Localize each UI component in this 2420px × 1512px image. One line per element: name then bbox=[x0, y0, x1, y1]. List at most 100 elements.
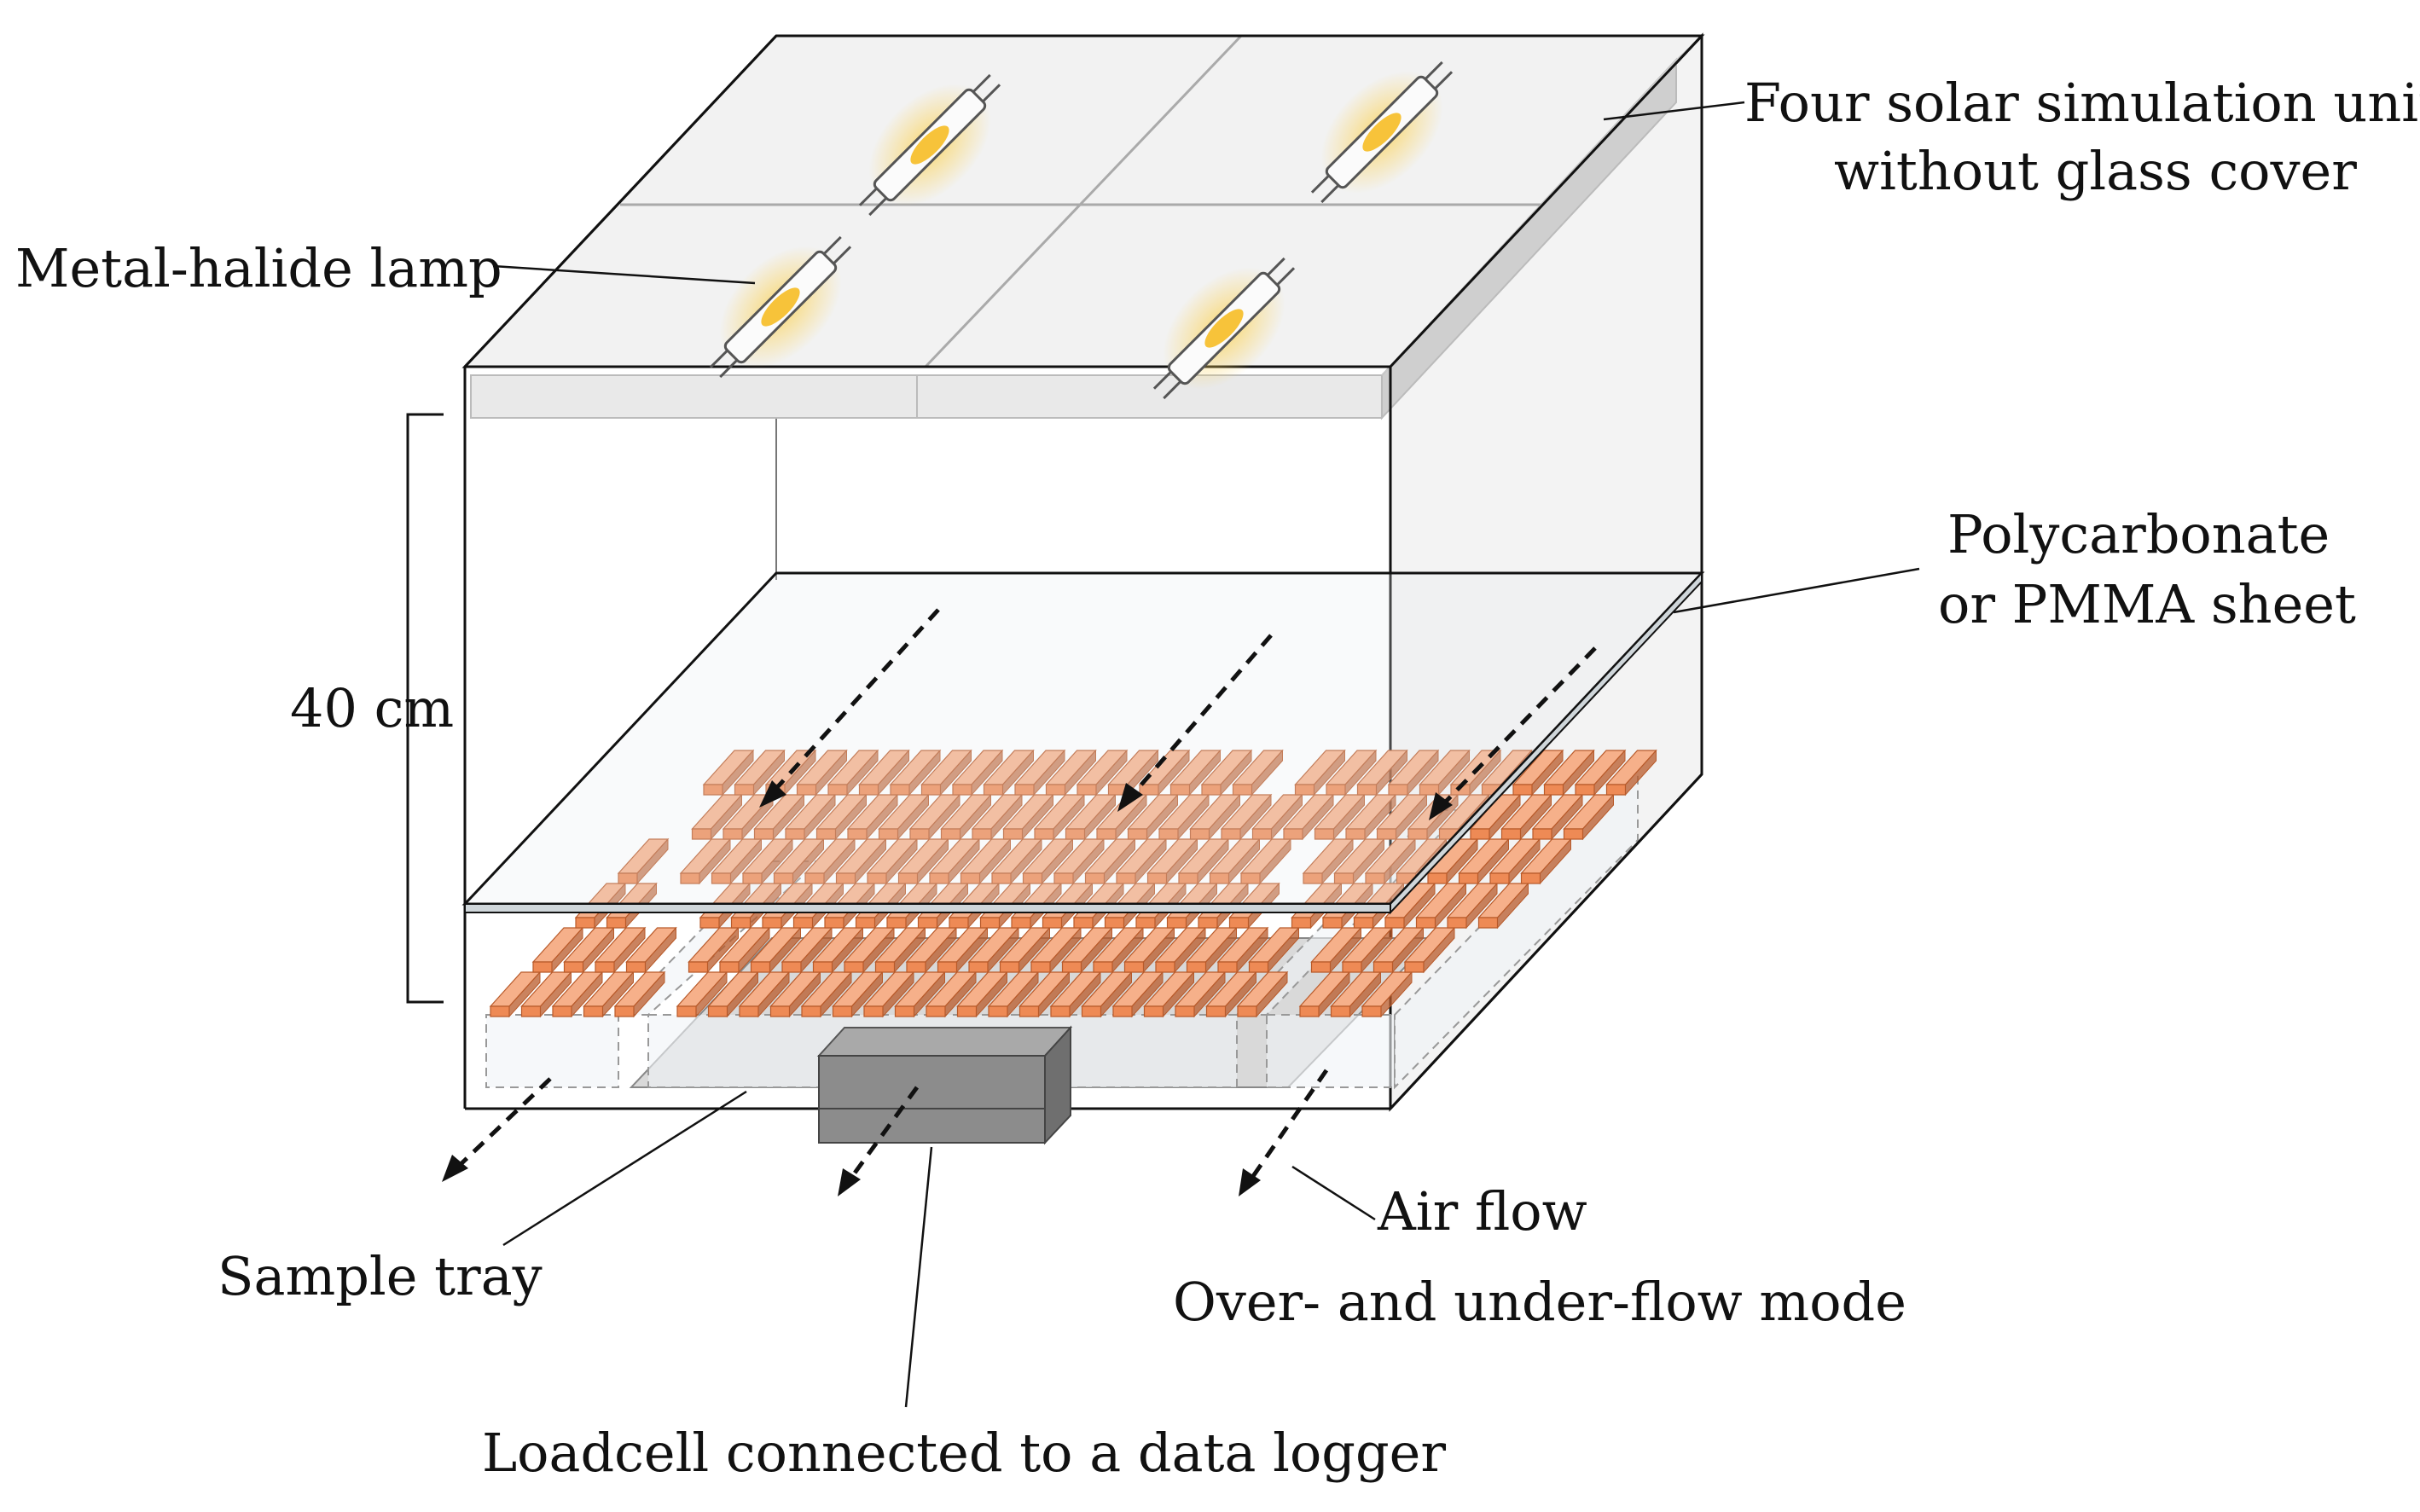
lamp-pin bbox=[972, 73, 991, 93]
sample-stick-side bbox=[1095, 749, 1128, 797]
sample-stick-front bbox=[988, 1005, 1008, 1017]
sample-stick-front bbox=[1353, 917, 1374, 929]
sample-stick-side bbox=[1072, 837, 1105, 885]
sample-stick-side bbox=[1205, 926, 1237, 974]
lamp-pin bbox=[1152, 370, 1172, 390]
sample-stick bbox=[1107, 749, 1159, 797]
sample-stick bbox=[843, 926, 896, 974]
sample-stick bbox=[1605, 749, 1657, 797]
sample-stick-front bbox=[1415, 917, 1436, 929]
sample-stick bbox=[827, 749, 879, 797]
sample-stick-front bbox=[520, 1005, 542, 1017]
sample-stick-front bbox=[575, 917, 595, 929]
sample-stick bbox=[846, 793, 899, 841]
sample-stick-side bbox=[882, 970, 914, 1018]
label-sample-tray: Sample tray bbox=[218, 1245, 543, 1307]
sample-stick-side bbox=[800, 926, 833, 974]
sample-stick-side bbox=[878, 749, 909, 797]
lamp-arc bbox=[1362, 113, 1402, 152]
sample-stick-front bbox=[699, 917, 720, 929]
sample-stick bbox=[773, 837, 825, 885]
sample-stick bbox=[489, 970, 542, 1018]
sample-stick-side bbox=[1344, 749, 1377, 797]
sample-stick-side bbox=[1376, 749, 1407, 797]
sample-stick-side bbox=[1065, 749, 1096, 797]
height-bracket bbox=[406, 413, 444, 1004]
lamp-pin bbox=[858, 187, 878, 206]
sample-stick bbox=[1076, 749, 1129, 797]
sample-stick-side bbox=[1551, 793, 1583, 841]
label-height: 40 cm bbox=[290, 677, 454, 739]
sample-stick bbox=[1251, 793, 1303, 841]
sample-stick-front bbox=[1198, 917, 1218, 929]
sample-stick-side bbox=[1193, 970, 1226, 1018]
sample-stick bbox=[1065, 793, 1117, 841]
lamp-pin bbox=[709, 349, 728, 368]
sample-stick-front bbox=[1237, 1005, 1257, 1017]
sample-stick-side bbox=[1100, 970, 1132, 1018]
sample-stick-front bbox=[739, 1005, 759, 1017]
sample-stick-front bbox=[792, 917, 814, 929]
sample-stick bbox=[1344, 793, 1397, 841]
leader-air-flow bbox=[1291, 1165, 1376, 1221]
sample-stick-side bbox=[633, 970, 665, 1018]
sample-stick-side bbox=[1251, 749, 1283, 797]
sample-stick-front bbox=[1104, 917, 1125, 929]
sample-stick-side bbox=[1018, 926, 1050, 974]
sample-stick-front bbox=[1372, 961, 1394, 973]
sample-stick bbox=[1469, 793, 1522, 841]
sample-stick-side bbox=[727, 970, 758, 1018]
sample-stick-front bbox=[532, 961, 553, 973]
sample-stick-side bbox=[940, 749, 972, 797]
sample-stick bbox=[1419, 749, 1471, 797]
sample-stick-side bbox=[908, 749, 941, 797]
sample-stick bbox=[583, 970, 635, 1018]
sample-stick-front bbox=[552, 1005, 572, 1017]
sample-stick-front bbox=[949, 917, 969, 929]
sample-stick bbox=[769, 970, 821, 1018]
sample-stick bbox=[1061, 926, 1113, 974]
text-labels: Four solar simulation units without glas… bbox=[15, 72, 2420, 1484]
sample-stick bbox=[1512, 749, 1564, 797]
sample-stick bbox=[1574, 749, 1627, 797]
sample-stick-side bbox=[917, 837, 949, 885]
sample-stick bbox=[796, 749, 848, 797]
sample-stick-front bbox=[606, 917, 627, 929]
air-arrow-top-left bbox=[770, 608, 940, 795]
sample-stick-side bbox=[571, 970, 603, 1018]
sample-stick-side bbox=[832, 926, 863, 974]
sample-stick-side bbox=[1392, 926, 1424, 974]
sample-stick-front bbox=[1248, 961, 1269, 973]
sample-stick-side bbox=[1477, 837, 1509, 885]
sample-stick-front bbox=[863, 1005, 884, 1017]
sample-stick-front bbox=[824, 917, 844, 929]
sample-stick-side bbox=[866, 793, 898, 841]
label-sheet-line2: or PMMA sheet bbox=[1938, 573, 2356, 635]
sample-stick-front bbox=[1112, 1005, 1133, 1017]
sample-stick-side bbox=[1268, 926, 1299, 974]
sample-stick-front bbox=[1018, 1005, 1040, 1017]
sample-stick bbox=[738, 970, 791, 1018]
sample-stick bbox=[1013, 749, 1066, 797]
sample-stick bbox=[1372, 926, 1425, 974]
sample-stick-side bbox=[835, 793, 867, 841]
sample-stick-front bbox=[1123, 961, 1145, 973]
chamber-top-left-edge bbox=[463, 34, 778, 368]
sample-stick-side bbox=[1446, 837, 1478, 885]
arrowhead-top-right bbox=[1429, 792, 1453, 820]
sample-stick-front bbox=[1384, 917, 1405, 929]
sample-stick-front bbox=[926, 1005, 946, 1017]
sample-stick-side bbox=[1423, 926, 1455, 974]
sample-stick-front bbox=[801, 1005, 821, 1017]
sample-stick-front bbox=[1563, 828, 1584, 840]
lamp-pin bbox=[833, 246, 852, 265]
sample-stick-side bbox=[1209, 793, 1240, 841]
sample-stick-front bbox=[874, 961, 896, 973]
sample-stick bbox=[874, 926, 926, 974]
leader-sample-tray bbox=[502, 1090, 747, 1247]
sample-stick bbox=[1236, 970, 1289, 1018]
leader-loadcell bbox=[904, 1146, 933, 1408]
sample-stick-front bbox=[855, 917, 876, 929]
sample-stick-side bbox=[1158, 749, 1190, 797]
